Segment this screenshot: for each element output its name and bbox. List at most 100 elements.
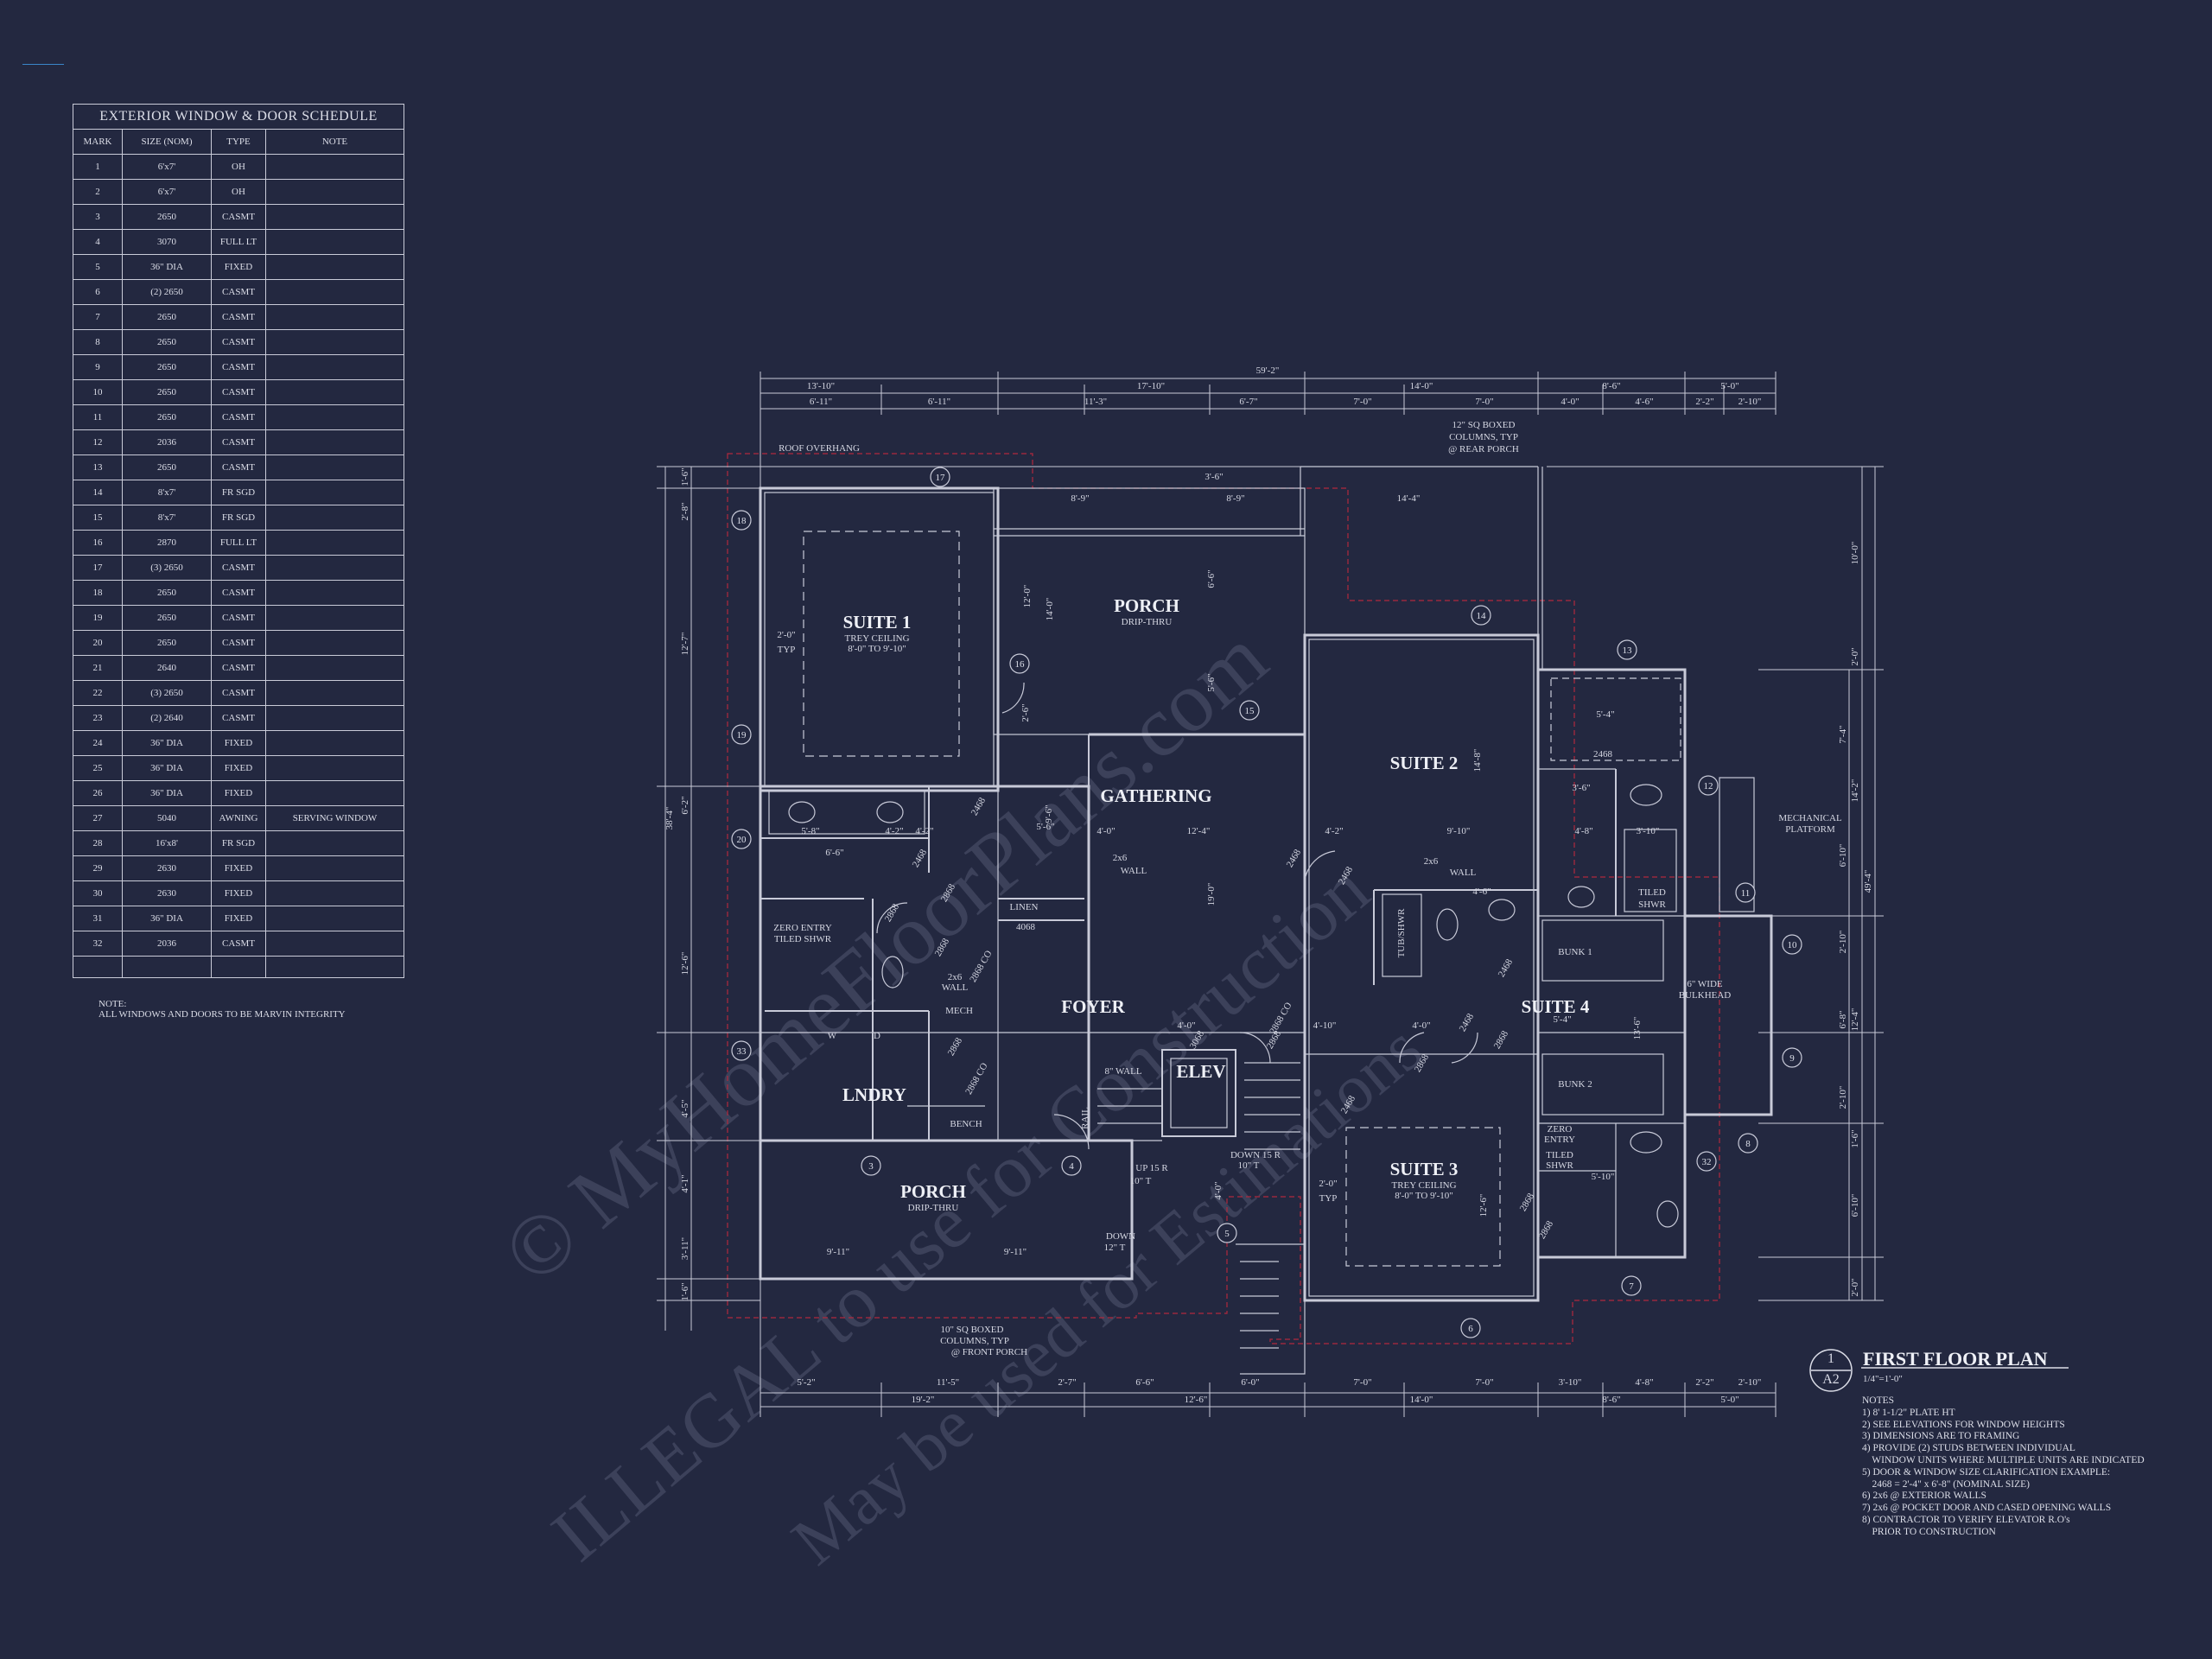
schedule-cell bbox=[265, 931, 404, 957]
window-mark: 8 bbox=[1738, 1133, 1758, 1154]
plan-note-label: TILED bbox=[1546, 1150, 1573, 1160]
room-label: GATHERING bbox=[1100, 785, 1211, 806]
window-mark-circle bbox=[1782, 1047, 1802, 1068]
door-tag: 2868 bbox=[946, 1036, 965, 1058]
dimension-text: 6'-0" bbox=[1241, 1377, 1259, 1388]
dimension-text: 59'-2" bbox=[1256, 365, 1280, 376]
dimension-text: 2'-2" bbox=[1695, 1377, 1713, 1388]
door-tag: 2868 bbox=[939, 882, 958, 904]
dimension-text: 2'-2" bbox=[1695, 397, 1713, 407]
door-tag: 2468 bbox=[1285, 848, 1304, 869]
plan-note-label: 4068 bbox=[1016, 922, 1036, 932]
dimension-text: 14'-0" bbox=[1045, 598, 1055, 621]
dimension-text: 19'-0" bbox=[1206, 883, 1217, 906]
dimension-text: 11'-5" bbox=[937, 1377, 959, 1388]
schedule-cell: CASMT bbox=[211, 304, 266, 330]
dimension-text: 4'-8" bbox=[1635, 1377, 1653, 1388]
detail-number: 1 bbox=[1827, 1351, 1834, 1366]
plan-title: FIRST FLOOR PLAN bbox=[1863, 1348, 2048, 1370]
dimension-text: 11'-3" bbox=[1084, 397, 1107, 407]
window-mark-circle bbox=[1738, 1133, 1758, 1154]
dimension-text: 8'-9" bbox=[1226, 493, 1244, 504]
dimension-lines bbox=[657, 372, 1884, 1417]
dimension-text: 8'-9" bbox=[1071, 493, 1089, 504]
dimension-text: 7'-0" bbox=[1475, 397, 1493, 407]
schedule-cell: 4 bbox=[73, 229, 123, 255]
dimension-text: 1'-6" bbox=[680, 467, 690, 486]
dimension-text: 4'-5" bbox=[680, 1099, 690, 1117]
dimension-text: 2'-0" bbox=[1850, 1278, 1860, 1296]
note-line: 4) PROVIDE (2) STUDS BETWEEN INDIVIDUAL bbox=[1862, 1443, 2075, 1454]
window-mark-circle bbox=[930, 467, 950, 487]
dimension-text: 4'-8" bbox=[1574, 826, 1592, 836]
shower bbox=[1624, 829, 1677, 912]
dimension-text: 2'-10" bbox=[1738, 1377, 1762, 1388]
schedule-cell bbox=[265, 605, 404, 631]
schedule-cell bbox=[265, 855, 404, 881]
wall bbox=[1683, 914, 1773, 1116]
plan-note-label: D bbox=[874, 1031, 880, 1041]
schedule-cell: 26 bbox=[73, 780, 123, 806]
schedule-cell bbox=[265, 179, 404, 205]
window-mark: 17 bbox=[930, 467, 950, 487]
plan-note-label: BULKHEAD bbox=[1679, 990, 1732, 1001]
window-mark-number: 15 bbox=[1245, 706, 1255, 716]
schedule-cell: 3070 bbox=[122, 229, 212, 255]
window-mark: 11 bbox=[1735, 882, 1756, 903]
plan-note-label: W bbox=[828, 1031, 837, 1041]
window-mark-number: 8 bbox=[1745, 1139, 1751, 1149]
window-mark-number: 19 bbox=[737, 730, 747, 741]
window-mark-circle bbox=[1782, 934, 1802, 955]
window-mark: 18 bbox=[731, 510, 752, 531]
dimension-text: 4'-2" bbox=[1325, 826, 1343, 836]
window-mark: 33 bbox=[731, 1040, 752, 1061]
schedule-cell: 19 bbox=[73, 605, 123, 631]
window-mark-number: 4 bbox=[1069, 1161, 1074, 1172]
schedule-cell: 7 bbox=[73, 304, 123, 330]
plan-note-label: ZERO bbox=[1548, 1124, 1573, 1135]
door-swing bbox=[876, 682, 1478, 1150]
window-mark: 10 bbox=[1782, 934, 1802, 955]
note-line: 1) 8' 1-1/2" PLATE HT bbox=[1862, 1407, 1955, 1418]
plan-note-label: TILED bbox=[1638, 887, 1666, 898]
schedule-cell bbox=[265, 354, 404, 380]
window-mark: 12 bbox=[1698, 775, 1719, 796]
window-mark: 6 bbox=[1460, 1318, 1481, 1338]
plan-note-label: 10" T bbox=[1238, 1160, 1260, 1171]
window-mark-number: 14 bbox=[1477, 611, 1487, 621]
window-mark: 13 bbox=[1617, 639, 1637, 660]
elevator-car bbox=[1170, 1058, 1228, 1128]
schedule-cell: 1 bbox=[73, 154, 123, 180]
plan-note-label: 12" T bbox=[1104, 1243, 1126, 1253]
dimension-text: 3'-10" bbox=[1559, 1377, 1582, 1388]
trey-ceiling bbox=[1345, 1127, 1501, 1267]
dimension-text: 2'-8" bbox=[680, 502, 690, 520]
room-label: PORCH bbox=[1114, 595, 1179, 616]
window-mark-number: 18 bbox=[737, 516, 747, 526]
plan-note-label: ROOF OVERHANG bbox=[779, 443, 860, 454]
window-mark-circle bbox=[1696, 1151, 1717, 1172]
note-line: 7) 2x6 @ POCKET DOOR AND CASED OPENING W… bbox=[1862, 1503, 2112, 1514]
schedule-cell bbox=[265, 379, 404, 405]
window-mark-circle bbox=[731, 829, 752, 849]
wall bbox=[759, 785, 1090, 1142]
schedule-cell bbox=[265, 956, 404, 978]
plan-linework bbox=[657, 372, 1884, 1417]
schedule-cell: 2036 bbox=[122, 429, 212, 455]
dimension-text: 12'-6" bbox=[680, 952, 690, 976]
schedule-cell: CASMT bbox=[211, 404, 266, 430]
dimension-text: 7'-4" bbox=[1838, 725, 1848, 743]
window-mark-number: 11 bbox=[1741, 888, 1751, 899]
note-line: 2) SEE ELEVATIONS FOR WINDOW HEIGHTS bbox=[1862, 1419, 2065, 1430]
dimension-text: 14'-4" bbox=[1397, 493, 1421, 504]
door-tag: 2468 bbox=[911, 848, 930, 869]
plan-note-label: 2468 bbox=[1593, 749, 1613, 760]
dimension-text: 6'-6" bbox=[1206, 569, 1217, 588]
